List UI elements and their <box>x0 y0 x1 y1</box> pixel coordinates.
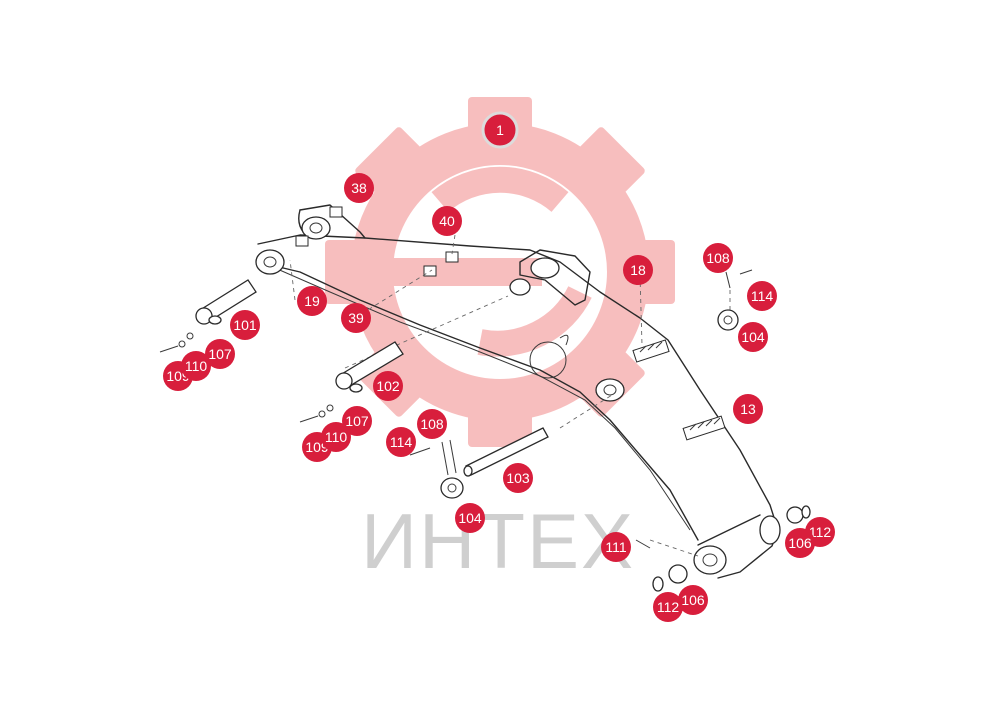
svg-text:1: 1 <box>496 122 504 138</box>
svg-text:106: 106 <box>681 592 705 608</box>
svg-text:107: 107 <box>208 346 232 362</box>
svg-text:110: 110 <box>185 358 208 374</box>
svg-text:40: 40 <box>439 213 455 229</box>
callout-badge-106: 106 <box>678 585 708 615</box>
callout-badge-107: 107 <box>205 339 235 369</box>
pin-101 <box>195 279 257 325</box>
fastener-set <box>159 269 811 592</box>
svg-text:106: 106 <box>788 535 812 551</box>
svg-text:39: 39 <box>348 310 364 326</box>
callout-badge-107: 107 <box>342 406 372 436</box>
callout-badge-104: 104 <box>738 322 768 352</box>
pin-102 <box>335 341 404 393</box>
callout-badge-108: 108 <box>417 409 447 439</box>
svg-text:104: 104 <box>741 329 765 345</box>
callout-badge-1: 1 <box>481 111 519 149</box>
callout-badge-103: 103 <box>503 463 533 493</box>
svg-text:101: 101 <box>233 317 257 333</box>
svg-text:114: 114 <box>751 288 774 304</box>
pin-103 <box>463 427 549 477</box>
callout-badge-38: 38 <box>344 173 374 203</box>
svg-text:112: 112 <box>809 524 832 540</box>
callout-badge-13: 13 <box>733 394 763 424</box>
callout-badge-112: 112 <box>653 592 683 622</box>
callout-badge-114: 114 <box>747 281 777 311</box>
svg-text:102: 102 <box>376 378 400 394</box>
boom-drawing <box>255 204 781 579</box>
callout-badge-39: 39 <box>341 303 371 333</box>
svg-text:13: 13 <box>740 401 756 417</box>
callout-badge-114: 114 <box>386 427 416 457</box>
svg-text:112: 112 <box>657 599 680 615</box>
svg-text:108: 108 <box>420 416 444 432</box>
watermark-text: ИНТЕХ <box>361 497 635 585</box>
callout-badge-19: 19 <box>297 286 327 316</box>
bushing-104 <box>440 309 739 499</box>
svg-text:19: 19 <box>304 293 320 309</box>
callout-badge-106: 106 <box>785 528 815 558</box>
callout-badge-101: 101 <box>230 310 260 340</box>
callout-badge-111: 111 <box>601 532 631 562</box>
svg-text:103: 103 <box>506 470 530 486</box>
svg-text:114: 114 <box>390 434 413 450</box>
callout-badge-108: 108 <box>703 243 733 273</box>
svg-text:108: 108 <box>706 250 730 266</box>
svg-text:111: 111 <box>605 539 626 555</box>
callout-badge-40: 40 <box>432 206 462 236</box>
callout-badge-18: 18 <box>623 255 653 285</box>
svg-text:38: 38 <box>351 180 367 196</box>
callout-badge-104: 104 <box>455 503 485 533</box>
callout-badge-110: 110 <box>181 351 211 381</box>
callout-badge-102: 102 <box>373 371 403 401</box>
callout-badges: 1 38 40 18 108 114 104 19 39 101 107 <box>163 111 835 622</box>
svg-text:110: 110 <box>325 429 348 445</box>
svg-text:107: 107 <box>345 413 369 429</box>
callout-badge-110: 110 <box>321 422 351 452</box>
svg-text:104: 104 <box>458 510 482 526</box>
svg-text:18: 18 <box>630 262 646 278</box>
